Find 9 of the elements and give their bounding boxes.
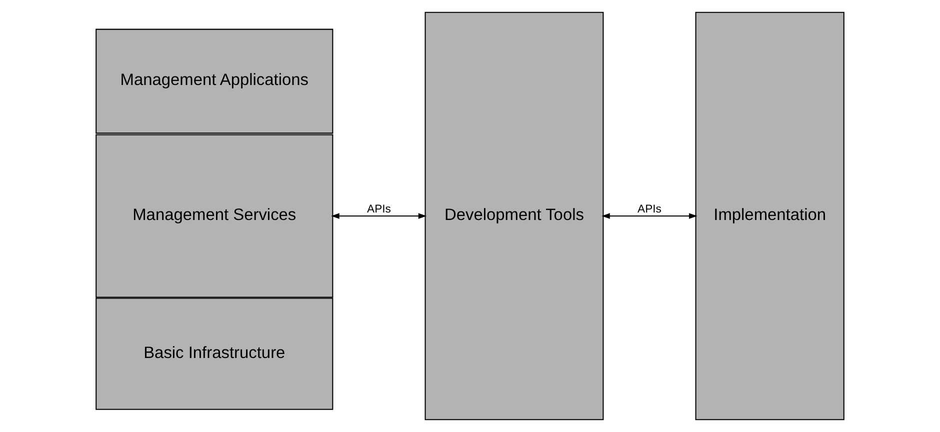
edge-label: APIs — [638, 204, 662, 216]
node-box: Development Tools — [424, 12, 604, 420]
node-box: Management Services — [96, 134, 334, 298]
node-box: Basic Infrastructure — [96, 298, 334, 410]
arrow — [602, 213, 698, 219]
node-box: Implementation — [695, 12, 844, 420]
node-box: Management Applications — [96, 28, 334, 134]
edge-label: APIs — [367, 204, 391, 216]
arrow — [331, 213, 427, 219]
